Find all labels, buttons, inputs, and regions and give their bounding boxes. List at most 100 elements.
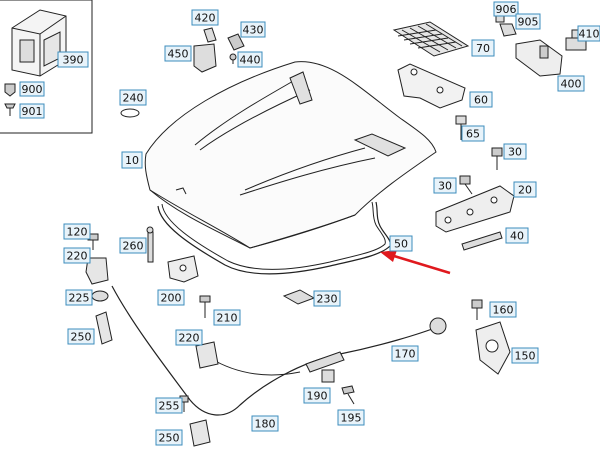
label-box (67, 328, 95, 345)
part-number: 450 (168, 48, 189, 61)
nozzle-part-905 (499, 23, 517, 37)
label-p50: 50 (389, 235, 413, 252)
label-box (313, 290, 341, 307)
label-box (121, 151, 143, 169)
label-p20: 20 (513, 181, 537, 198)
label-p410: 410 (577, 25, 600, 42)
part-number: 190 (307, 390, 328, 403)
bolt-part-901 (4, 103, 16, 116)
part-number: 30 (508, 146, 522, 159)
label-box (119, 89, 147, 106)
clip-part-190 (321, 369, 335, 383)
label-box (505, 227, 529, 244)
latch-bracket (397, 63, 466, 109)
part-number: 180 (255, 418, 276, 431)
control-unit-module (11, 9, 67, 77)
label-p120: 120 (63, 223, 91, 240)
clip-part-450 (193, 43, 217, 73)
part-number: 420 (195, 12, 216, 25)
label-box (63, 223, 91, 240)
label-box (303, 387, 331, 404)
label-box (57, 51, 89, 68)
label-p70: 70 (471, 39, 495, 57)
part-number: 30 (438, 180, 452, 193)
part-number: 906 (496, 3, 517, 16)
label-p225: 225 (65, 289, 93, 306)
rod-part-260 (146, 226, 154, 263)
label-p255: 255 (155, 397, 183, 414)
part-number: 260 (123, 240, 144, 253)
label-p200: 200 (157, 289, 185, 306)
label-p220a: 220 (63, 247, 91, 264)
inset-frame (0, 0, 93, 134)
label-p400: 400 (557, 75, 585, 92)
part-number: 60 (474, 94, 488, 107)
label-p230: 230 (313, 290, 341, 307)
label-box (577, 25, 600, 42)
part-number: 255 (159, 400, 180, 413)
label-box (461, 125, 485, 142)
part-number: 200 (161, 292, 182, 305)
label-p10: 10 (121, 151, 143, 169)
hood-lock-200 (167, 255, 199, 283)
label-box (191, 9, 219, 26)
label-box (175, 329, 203, 346)
label-p40: 40 (505, 227, 529, 244)
bolt-part-30-upper (491, 147, 503, 170)
label-box (155, 397, 183, 414)
bolt-part-210 (199, 295, 211, 318)
part-number: 250 (159, 432, 180, 445)
part-number: 390 (63, 54, 84, 67)
label-p210: 210 (213, 309, 241, 326)
label-p260: 260 (119, 237, 147, 254)
label-p160: 160 (489, 301, 517, 318)
label-p440: 440 (237, 51, 263, 68)
part-number: 40 (510, 230, 524, 243)
fuse-part-900 (4, 83, 16, 97)
screw-part-440 (229, 53, 237, 64)
label-p450: 450 (164, 45, 192, 62)
gas-strut (461, 231, 503, 251)
label-p65: 65 (461, 125, 485, 142)
bolt-part-30-lower (459, 175, 473, 195)
label-box (63, 247, 91, 264)
label-box (65, 289, 93, 306)
label-p180: 180 (251, 415, 279, 432)
part-number: 195 (341, 412, 362, 425)
part-number: 50 (394, 238, 408, 251)
seal-ring-240 (120, 108, 140, 118)
part-number: 901 (22, 105, 43, 118)
part-number: 220 (67, 250, 88, 263)
part-number: 410 (579, 28, 600, 41)
label-box (513, 181, 537, 198)
label-p170: 170 (391, 345, 419, 362)
label-box (493, 1, 519, 17)
label-box (503, 143, 527, 160)
bolt-part-160 (471, 299, 483, 320)
label-box (213, 309, 241, 326)
screw-part-195 (341, 385, 355, 405)
part-number: 905 (518, 16, 539, 29)
label-box (237, 51, 263, 68)
label-box (471, 39, 495, 57)
latch-part-220-upper (85, 257, 109, 285)
label-box (389, 235, 413, 252)
striker-plate-230 (282, 289, 316, 305)
release-handle-250-lower (189, 419, 211, 447)
highlight-arrow (380, 250, 451, 275)
label-p420: 420 (191, 9, 219, 26)
bushing-part-225 (91, 290, 109, 302)
label-box (157, 289, 185, 306)
part-number: 230 (317, 293, 338, 306)
label-p900: 900 (19, 81, 45, 97)
label-p240: 240 (119, 89, 147, 106)
air-intake-grille (392, 21, 470, 57)
part-number: 220 (179, 332, 200, 345)
part-number: 150 (515, 350, 536, 363)
part-number: 120 (67, 226, 88, 239)
label-p150: 150 (511, 347, 539, 364)
hood-lock-150 (475, 321, 511, 375)
